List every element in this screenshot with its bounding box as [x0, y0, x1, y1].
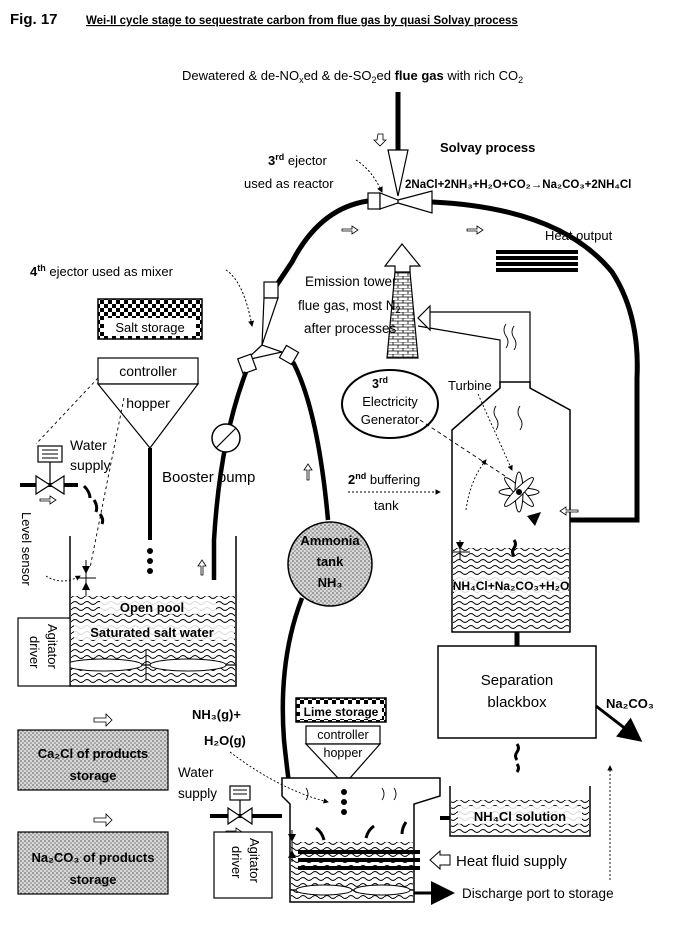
lime-storage-label: Lime storage	[304, 705, 379, 719]
heat-fluid-coils	[298, 850, 420, 870]
inlet-pipe	[373, 92, 409, 197]
water-supply-label-2: Water	[178, 765, 214, 780]
solvay-equation: 2NaCl+2NH₃+H₂O+CO₂→Na₂CO₃+2NH₄Cl	[405, 179, 631, 191]
water-supply-label-1: Water	[70, 437, 107, 453]
pool-label-1: Open pool	[120, 600, 184, 615]
separation-label-2: blackbox	[487, 694, 547, 711]
heat-fluid-label: Heat fluid supply	[456, 853, 567, 870]
cacl-storage-label-1: Ca₂Cl of products	[38, 746, 149, 761]
buffering-tank-label-1: 2nd buffering	[348, 471, 420, 487]
emission-tower-label-2: flue gas, most N2	[298, 298, 401, 315]
booster-pump-label: Booster pump	[162, 469, 255, 486]
nh3-gas-label-1: NH₃(g)+	[192, 707, 241, 722]
figure-number: Fig. 17	[10, 11, 58, 28]
nh4cl-solution-label: NH₄Cl solution	[474, 809, 566, 824]
level-sensor-label: Level sensor	[19, 512, 34, 586]
open-pool-wall	[69, 536, 237, 687]
salt-hopper-label: hopper	[126, 395, 170, 411]
ammonia-tank-label-3: NH₃	[318, 575, 343, 590]
na2co3-storage-label-1: Na₂CO₃ of products	[31, 850, 154, 865]
discharge-label: Discharge port to storage	[462, 886, 614, 901]
generator-num: 3rd	[372, 375, 388, 391]
agitator-driver-box-2	[213, 831, 273, 899]
ammonia-tank	[287, 521, 373, 607]
electricity-generator	[341, 369, 439, 439]
na2co3-output-arrow	[595, 704, 643, 742]
lime-controller-label: controller	[317, 728, 368, 742]
cacl-storage-label-2: storage	[70, 768, 117, 783]
water-valve-1	[20, 445, 105, 525]
turbine-label: Turbine	[448, 378, 492, 393]
loop-pipe-left	[269, 198, 369, 294]
reactor-agitator	[290, 884, 414, 896]
heat-output-label: Heat output	[545, 228, 613, 243]
pipe-mixer-to-pool	[211, 371, 249, 580]
separation-blackbox	[437, 645, 597, 739]
generator-label-2: Generator	[361, 412, 420, 427]
level-sensor-icon	[78, 560, 96, 596]
flow-arrows-ammonia	[303, 463, 313, 481]
lime-hopper-label: hopper	[324, 746, 363, 760]
agitator-driver-label-2a: Agitator	[247, 838, 262, 883]
separation-label-1: Separation	[481, 672, 554, 689]
turbine-icon	[498, 471, 541, 526]
nh4cl-tank-wall	[449, 786, 591, 837]
ejector-3-reactor	[367, 190, 433, 214]
buffering-tank-label-2: tank	[374, 498, 399, 513]
agitator-driver-box-1	[17, 617, 71, 687]
ammonia-tank-label-1: Ammonia	[300, 533, 360, 548]
flow-arrows-loop	[341, 225, 484, 235]
agitator-driver-label-2b: driver	[229, 846, 244, 879]
agitator-driver-label-1a: Agitator	[45, 624, 60, 669]
loop-pipe-right	[431, 199, 640, 523]
tank-liquid-label: NH₄Cl+Na₂CO₃+H₂O	[453, 579, 570, 593]
level-sensor-icon-3	[288, 830, 296, 862]
ejector-4-label: 4th ejector used as mixer	[30, 263, 174, 279]
agitator-driver-label-1b: driver	[27, 636, 42, 669]
na2co3-storage-box	[17, 831, 169, 895]
ejector-4-mixer	[236, 281, 300, 375]
figure-caption: Wei-II cycle stage to sequestrate carbon…	[86, 15, 518, 27]
ammonia-tank-label-2: tank	[317, 554, 345, 569]
pipe-mixer-to-ammonia	[291, 360, 331, 521]
water-supply-label-2b: supply	[178, 786, 217, 801]
nh3-gas-label-2: H₂O(g)	[204, 733, 246, 748]
pool-agitator	[65, 650, 236, 680]
flow-arrows-pool	[197, 559, 207, 576]
emission-tower-arrow	[383, 243, 422, 273]
heat-fluid-arrow	[429, 849, 451, 871]
ejector-3-label: 3rd ejector	[268, 152, 328, 168]
salt-hopper	[96, 383, 200, 449]
inlet-label: Dewatered & de-NOxed & de-SO2ed flue gas…	[182, 68, 523, 85]
water-valve-2	[210, 785, 282, 826]
pool-label-2: Saturated salt water	[90, 625, 214, 640]
heat-output-coils	[496, 250, 578, 272]
na2co3-output-label: Na₂CO₃	[606, 696, 654, 711]
ejector-3-sublabel: used as reactor	[244, 176, 334, 191]
level-sensor-icon-2	[452, 540, 470, 560]
solvay-title: Solvay process	[440, 140, 535, 155]
emission-tower-label-1: Emission tower	[305, 274, 397, 289]
water-supply-label-1b: supply	[70, 457, 110, 473]
na2co3-storage-label-2: storage	[70, 872, 117, 887]
salt-storage-label: Salt storage	[115, 320, 184, 335]
emission-tower-label-3: after processes	[304, 321, 397, 336]
cacl-storage-box	[17, 729, 169, 791]
salt-controller-label: controller	[119, 363, 177, 379]
generator-label-1: Electricity	[362, 394, 418, 409]
